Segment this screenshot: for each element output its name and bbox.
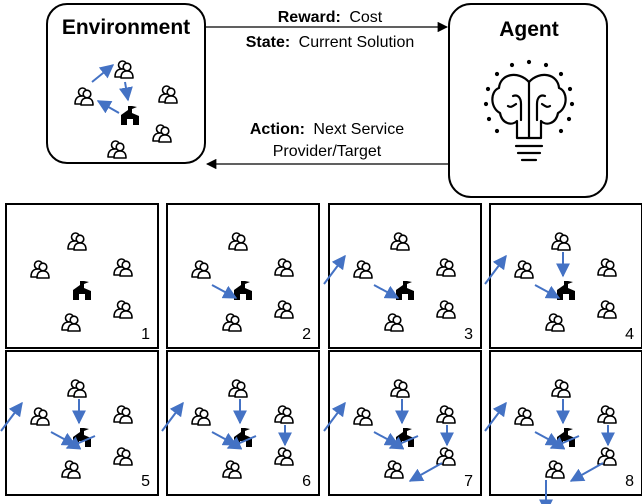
step-panel-8: 8 [484, 350, 642, 504]
svg-text:State: Current Solution: State: Current Solution [246, 34, 415, 51]
panel-frame [489, 203, 642, 349]
route-arrow [388, 435, 419, 450]
step-panel-7: 7 [323, 350, 482, 496]
panel-frame [166, 203, 320, 349]
reward-value: Cost [349, 9, 382, 26]
step-panel-2: 2 [166, 203, 320, 349]
route-arrow [373, 284, 400, 299]
reward-label: Reward: [278, 9, 341, 26]
step-number: 4 [625, 326, 634, 343]
brain-lightbulb-icon [491, 73, 567, 162]
step-panel-6: 6 [161, 350, 320, 496]
step-panel-1: 1 [5, 203, 159, 349]
step-number: 3 [464, 326, 473, 343]
state-label: State: [246, 34, 290, 51]
route-arrow [323, 401, 346, 432]
step-number: 2 [302, 326, 311, 343]
route-arrow [408, 462, 443, 482]
agent-title: Agent [499, 18, 559, 41]
step-number: 1 [141, 326, 150, 343]
step-panel-3: 3 [323, 203, 482, 349]
panel-frame [5, 350, 159, 496]
route-arrow [0, 401, 23, 432]
step-panel-5: 5 [0, 350, 159, 496]
environment-graph [74, 60, 178, 159]
step-number: 6 [302, 473, 311, 490]
route-arrow [65, 435, 96, 450]
route-arrow [323, 254, 346, 285]
action-value-line2: Provider/Target [273, 143, 382, 160]
step-panels: 1 2 3 4 5 6 7 8 [0, 203, 642, 504]
environment-box: Environment [46, 3, 206, 164]
action-value-line1: Next Service [313, 121, 404, 138]
route-arrow [96, 100, 120, 114]
panel-frame [5, 203, 159, 349]
state-value: Current Solution [299, 34, 415, 51]
route-arrow [569, 462, 604, 482]
panel-frame [328, 203, 482, 349]
panel-frame [328, 350, 482, 496]
route-arrow [484, 401, 507, 432]
action-message: Action: Next Service Provider/Target [205, 121, 448, 170]
step-number: 8 [625, 473, 634, 490]
route-arrow [211, 284, 238, 299]
route-arrow [161, 401, 184, 432]
route-arrow [534, 284, 561, 299]
route-arrow [91, 64, 115, 83]
action-label: Action: [250, 121, 305, 138]
panel-frame [489, 350, 642, 496]
step-panel-4: 4 [484, 203, 642, 349]
route-arrow [484, 254, 507, 285]
route-arrow [119, 81, 133, 102]
agent-box: Agent [448, 3, 608, 198]
svg-text:Reward: Cost: Reward: Cost [278, 9, 383, 26]
environment-title: Environment [62, 16, 190, 39]
step-number: 5 [141, 473, 150, 490]
svg-text:Action: Next Service: Action: Next Service [250, 121, 404, 138]
reward-state-message: Reward: Cost State: Current Solution [206, 9, 449, 51]
step-number: 7 [464, 473, 473, 490]
route-arrow [549, 435, 580, 450]
route-arrow [226, 435, 257, 450]
radiating-dots [483, 59, 575, 134]
panel-frame [166, 350, 320, 496]
